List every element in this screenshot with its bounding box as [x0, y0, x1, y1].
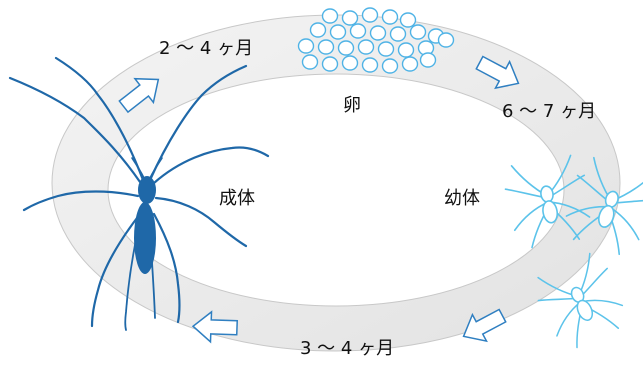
egg [397, 42, 415, 58]
stage-label-adult: 成体 [219, 188, 255, 209]
cycle-arrow-icon [118, 77, 160, 114]
adult-spider-icon [8, 56, 270, 331]
egg [419, 52, 437, 68]
larva-spiders [504, 154, 643, 349]
cycle-arrow-icon [462, 308, 507, 343]
egg [321, 56, 339, 72]
stage-label-egg: 卵 [343, 95, 361, 116]
egg [341, 10, 359, 26]
duration-egg-to-larva: 6 ～ 7 ヶ月 [502, 101, 597, 122]
larva-spider-icon [537, 252, 624, 349]
egg [381, 9, 399, 25]
egg [309, 22, 327, 38]
egg [297, 38, 315, 54]
egg [399, 12, 417, 28]
duration-adult-to-egg: 2 ～ 4 ヶ月 [159, 38, 254, 59]
larva-spider-icon [565, 156, 643, 256]
duration-larva-to-adult: 3 ～ 4 ヶ月 [300, 338, 395, 359]
egg [349, 23, 367, 39]
cycle-arrow-icon [475, 55, 520, 90]
egg [401, 56, 419, 72]
egg [361, 7, 379, 23]
egg [377, 41, 395, 57]
egg [321, 8, 339, 24]
egg [437, 32, 455, 48]
stage-label-larva: 幼体 [444, 188, 480, 209]
egg [409, 24, 427, 40]
egg [357, 39, 375, 55]
cycle-arrow-icon [191, 310, 239, 344]
egg [337, 40, 355, 56]
egg [341, 55, 359, 71]
egg [301, 54, 319, 70]
egg [361, 57, 379, 73]
egg [329, 24, 347, 40]
egg [389, 26, 407, 42]
egg-cluster-icon [297, 7, 455, 74]
adult-spider-body [134, 176, 156, 274]
cycle-ring [51, 14, 621, 352]
egg [381, 58, 399, 74]
egg [369, 25, 387, 41]
egg [317, 39, 335, 55]
